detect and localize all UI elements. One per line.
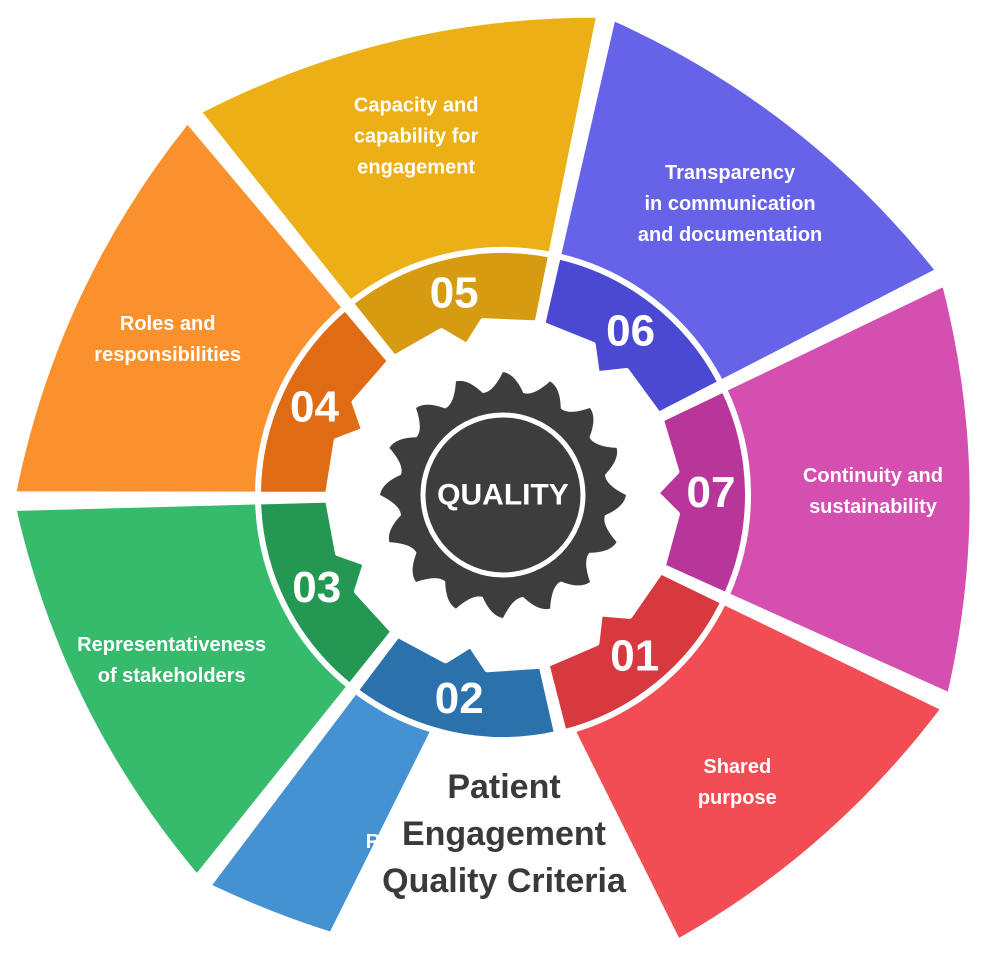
segment-number: 05	[430, 268, 479, 317]
diagram-title: Patient Engagement Quality Criteria	[382, 768, 627, 900]
segment-label-line: Continuity and	[803, 465, 943, 487]
segment-04-inner-band	[255, 304, 394, 498]
segment-label-line: Shared	[703, 756, 771, 778]
segment-label-line: Roles and	[120, 313, 216, 335]
segment-number: 01	[610, 631, 659, 680]
segment-label-line: engagement	[357, 156, 475, 178]
segment-07	[657, 280, 976, 699]
segment-number: 04	[290, 383, 339, 432]
title-line-1: Patient	[447, 768, 560, 806]
segment-label-line: and documentation	[638, 224, 822, 246]
segment-label-line: Respect and	[366, 831, 485, 853]
segment-number: 03	[292, 563, 341, 612]
segment-07-inner-band	[652, 386, 751, 599]
segment-number: 02	[435, 674, 484, 723]
segment-label-line: purpose	[698, 787, 777, 809]
numbers-layer: 01 02 03 04 05 06 07	[290, 268, 735, 723]
title-line-2: Engagement	[402, 815, 606, 853]
segment-label-line: Capacity and	[354, 94, 478, 116]
segment-02-inner-band	[352, 631, 561, 743]
quality-badge-gear-icon	[380, 372, 626, 618]
segment-03-inner-band	[255, 496, 397, 690]
center-label: QUALITY	[437, 479, 569, 512]
title-gap	[316, 674, 690, 959]
segment-label-line: Transparency	[665, 162, 796, 184]
title-line-3: Quality Criteria	[382, 862, 627, 900]
segment-05-inner-band	[347, 247, 555, 362]
badge-inner-ring	[420, 412, 586, 578]
center-badge: QUALITY	[380, 372, 626, 618]
segment-label-line: sustainability	[809, 496, 938, 518]
segment-label-line: responsibilities	[94, 344, 241, 366]
segment-number: 06	[606, 306, 655, 355]
segment-label-line: Representativeness	[77, 634, 266, 656]
segment-06-inner-band	[539, 253, 724, 418]
segment-label-line: in communication	[645, 193, 816, 215]
segment-label-line: capability for	[354, 125, 479, 147]
segment-number: 07	[687, 468, 736, 517]
segment-label-line: accessibility	[366, 862, 486, 884]
segment-01-inner-band	[543, 568, 727, 736]
segment-label-line: of stakeholders	[98, 665, 246, 687]
